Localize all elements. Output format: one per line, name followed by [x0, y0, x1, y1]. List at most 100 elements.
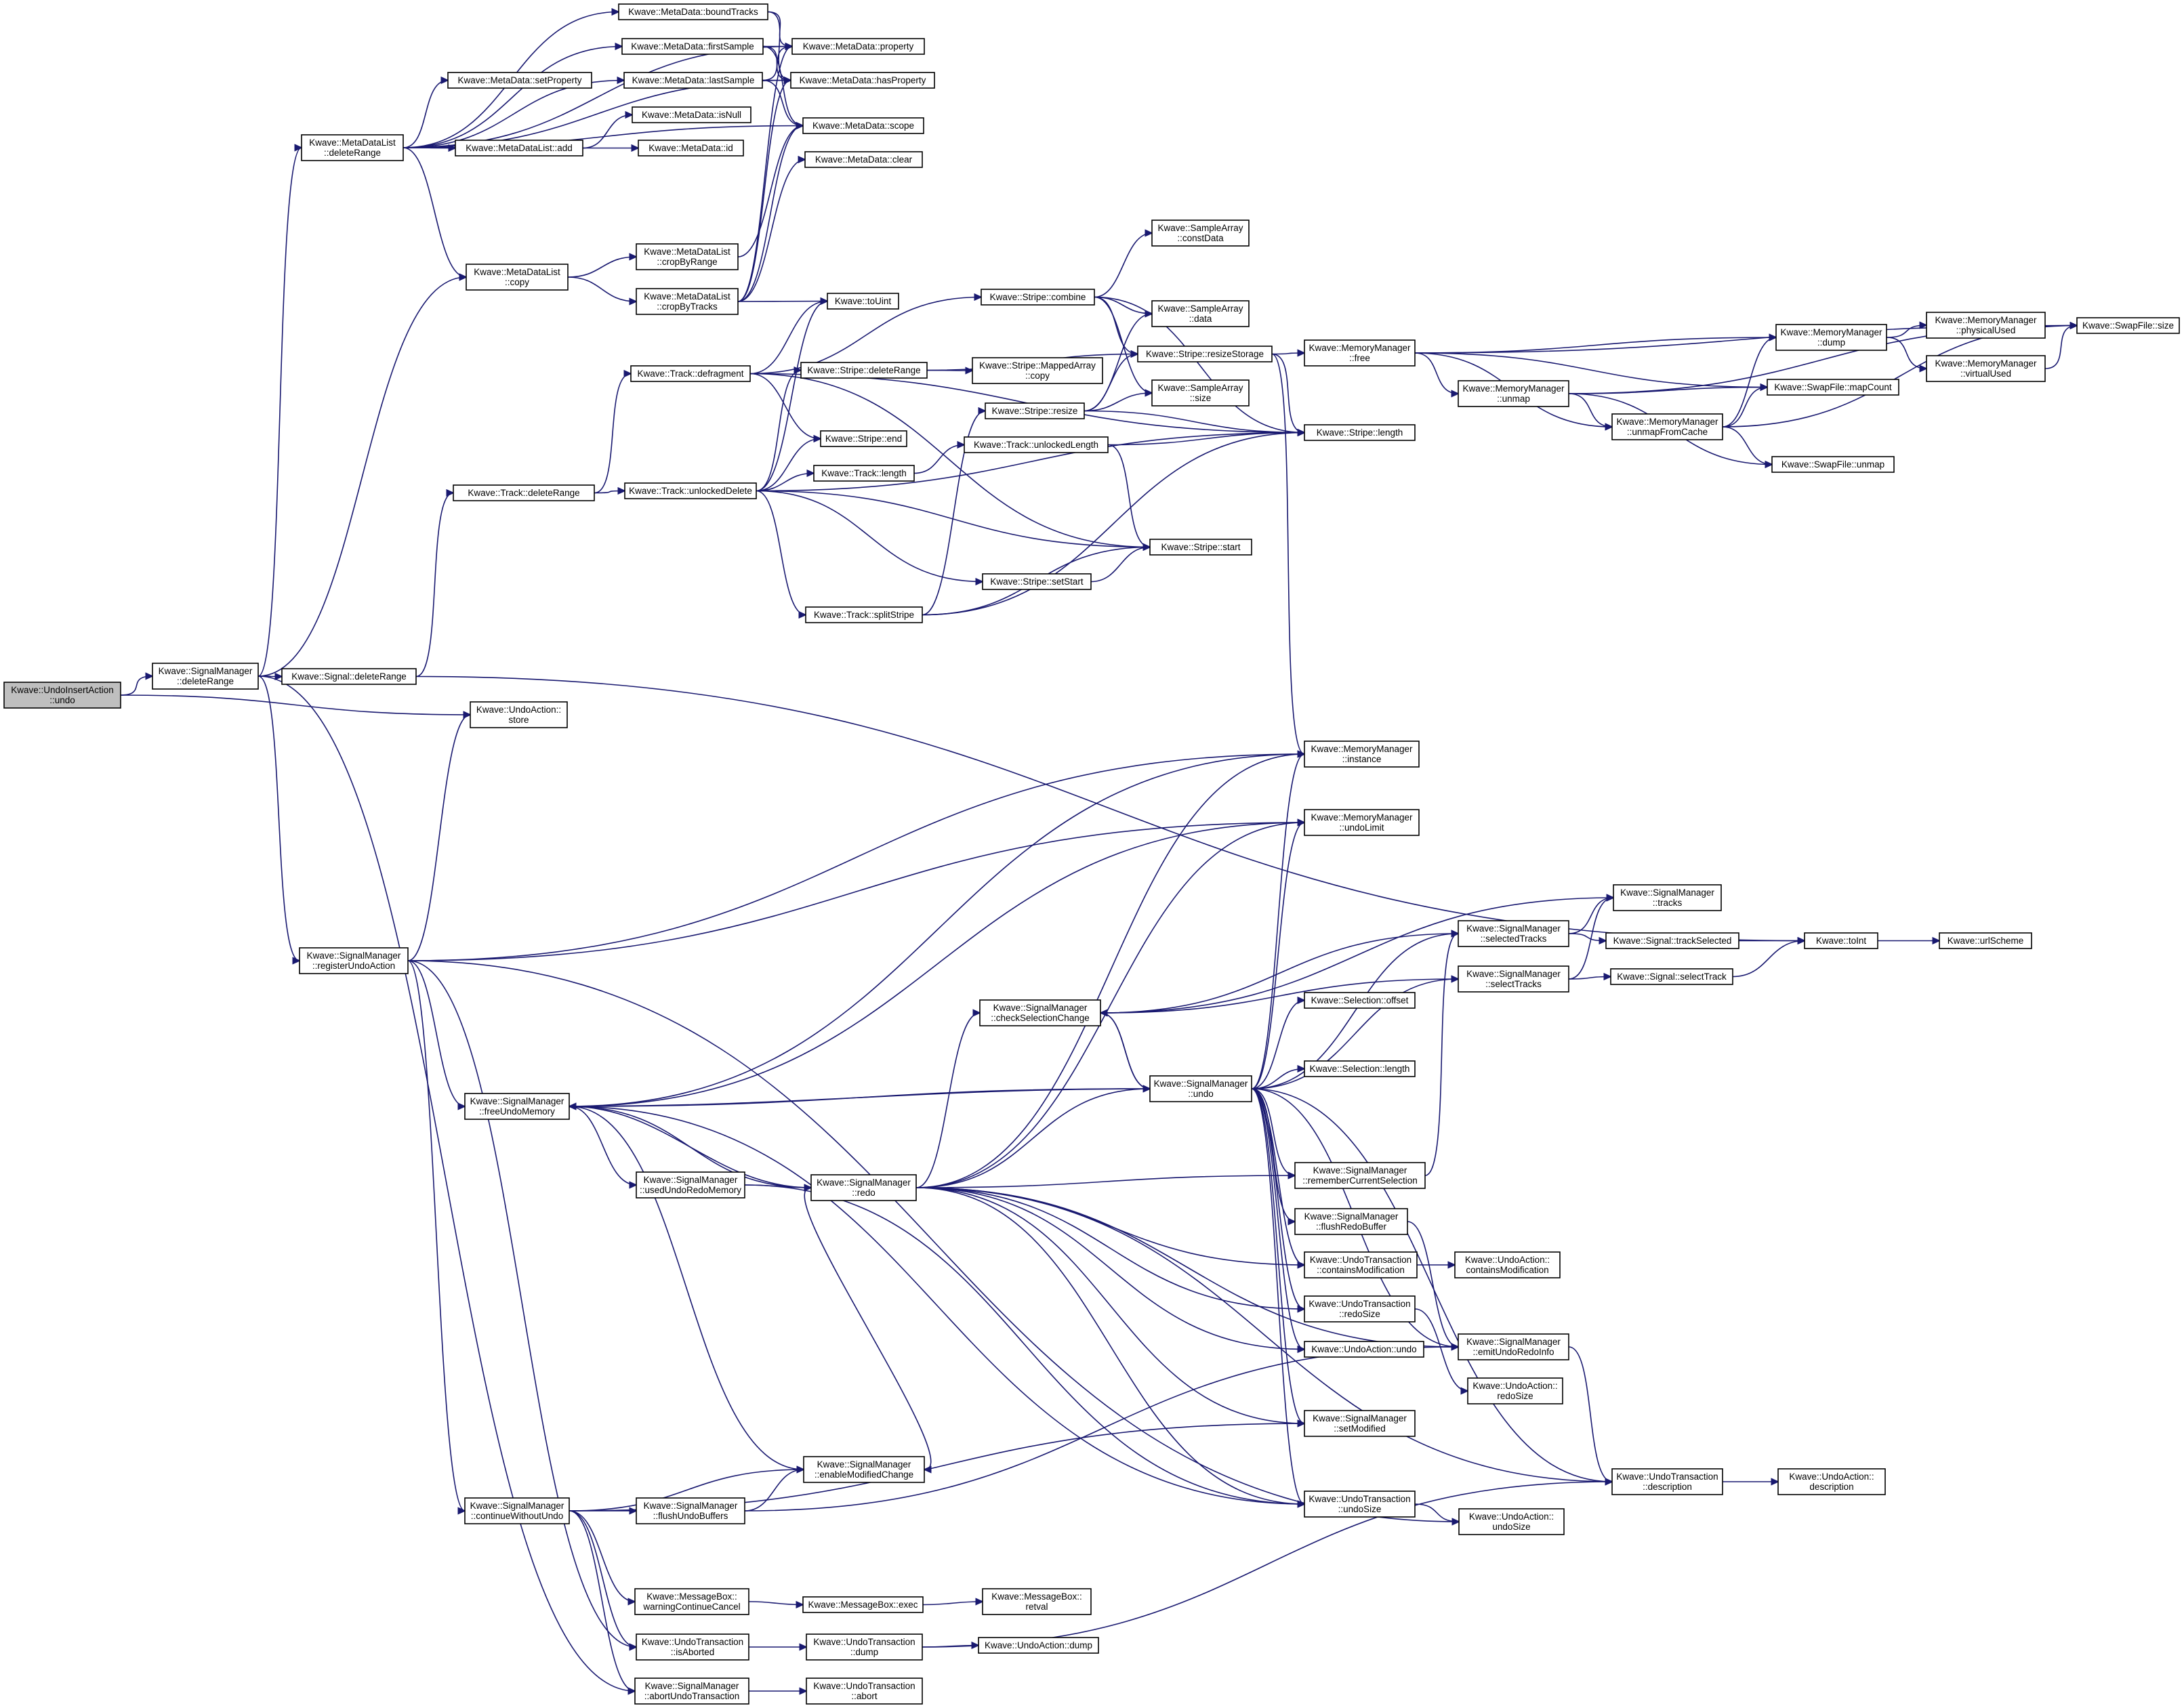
- node-sm_deleteRange[interactable]: Kwave::SignalManager::deleteRange: [152, 663, 259, 690]
- node-sm_tracks[interactable]: Kwave::SignalManager::tracks: [1613, 884, 1722, 911]
- node-sm_freeUndoMemory[interactable]: Kwave::SignalManager::freeUndoMemory: [464, 1093, 570, 1120]
- node-mdl_copy[interactable]: Kwave::MetaDataList::copy: [466, 264, 569, 291]
- node-sm_setModified[interactable]: Kwave::SignalManager::setModified: [1304, 1410, 1416, 1437]
- node-sm_enableModifiedChange[interactable]: Kwave::SignalManager::enableModifiedChan…: [803, 1456, 925, 1483]
- node-sf_mapCount[interactable]: Kwave::SwapFile::mapCount: [1767, 379, 1899, 396]
- node-sm_usedUndoRedoMemory[interactable]: Kwave::SignalManager::usedUndoRedoMemory: [636, 1171, 745, 1199]
- node-md_hasProperty[interactable]: Kwave::MetaData::hasProperty: [790, 72, 935, 89]
- node-label-line: Kwave::SwapFile::size: [2082, 320, 2174, 331]
- node-ut_dump[interactable]: Kwave::UndoTransaction::dump: [806, 1633, 923, 1661]
- call-edge-sm_redo-to-ut_undoSize: [915, 1187, 1304, 1504]
- node-mm_undoLimit[interactable]: Kwave::MemoryManager::undoLimit: [1304, 809, 1420, 836]
- node-toInt[interactable]: Kwave::toInt: [1804, 932, 1878, 949]
- call-edge-md_firstSample-to-md_scope: [762, 45, 803, 126]
- node-track_splitStripe[interactable]: Kwave::Track::splitStripe: [805, 606, 923, 623]
- node-mm_unmapFromCache[interactable]: Kwave::MemoryManager::unmapFromCache: [1611, 413, 1723, 440]
- node-stripe_combine[interactable]: Kwave::Stripe::combine: [981, 289, 1095, 306]
- node-ut_redoSize[interactable]: Kwave::UndoTransaction::redoSize: [1304, 1295, 1416, 1322]
- node-mb_warningContinueCancel[interactable]: Kwave::MessageBox::warningContinueCancel: [634, 1588, 749, 1615]
- node-mdl_deleteRange[interactable]: Kwave::MetaDataList::deleteRange: [301, 134, 404, 161]
- node-sa_size[interactable]: Kwave::SampleArray::size: [1151, 379, 1250, 407]
- node-ua_redoSize[interactable]: Kwave::UndoAction::redoSize: [1467, 1377, 1563, 1404]
- node-mb_retval[interactable]: Kwave::MessageBox::retval: [982, 1588, 1092, 1615]
- node-sm_flushRedoBuffer[interactable]: Kwave::SignalManager::flushRedoBuffer: [1294, 1208, 1408, 1235]
- node-ua_containsModification[interactable]: Kwave::UndoAction::containsModification: [1454, 1251, 1561, 1278]
- node-mb_exec[interactable]: Kwave::MessageBox::exec: [802, 1596, 924, 1613]
- node-track_unlockedDelete[interactable]: Kwave::Track::unlockedDelete: [624, 482, 757, 499]
- node-sa_constData[interactable]: Kwave::SampleArray::constData: [1151, 220, 1250, 247]
- node-mdl_cropByRange[interactable]: Kwave::MetaDataList::cropByRange: [636, 243, 739, 270]
- node-box: [636, 1171, 745, 1199]
- node-label-line: Kwave::SignalManager: [1466, 923, 1561, 934]
- node-mm_unmap[interactable]: Kwave::MemoryManager::unmap: [1458, 380, 1569, 407]
- node-mm_virtualUsed[interactable]: Kwave::MemoryManager::virtualUsed: [1926, 355, 2046, 382]
- node-mm_free[interactable]: Kwave::MemoryManager::free: [1304, 339, 1416, 367]
- node-label-line: Kwave::MessageBox::: [646, 1591, 737, 1602]
- node-sig_trackSelected[interactable]: Kwave::Signal::trackSelected: [1605, 932, 1739, 949]
- node-undoinsert_undo[interactable]: Kwave::UndoInsertAction::undo: [3, 682, 121, 709]
- node-ua_undoSize[interactable]: Kwave::UndoAction::undoSize: [1458, 1508, 1565, 1535]
- node-md_isNull[interactable]: Kwave::MetaData::isNull: [632, 106, 751, 123]
- node-box: [464, 1497, 570, 1524]
- node-sm_selectedTracks[interactable]: Kwave::SignalManager::selectedTracks: [1458, 920, 1569, 947]
- node-ut_abort[interactable]: Kwave::UndoTransaction::abort: [806, 1678, 923, 1705]
- node-stripe_resize[interactable]: Kwave::Stripe::resize: [985, 402, 1085, 419]
- node-ua_dump[interactable]: Kwave::UndoAction::dump: [978, 1637, 1099, 1654]
- node-sm_undo[interactable]: Kwave::SignalManager::undo: [1149, 1075, 1252, 1102]
- node-box: [1767, 379, 1899, 396]
- node-sf_size[interactable]: Kwave::SwapFile::size: [2076, 317, 2180, 334]
- node-sm_checkSelectionChange[interactable]: Kwave::SignalManager::checkSelectionChan…: [979, 999, 1101, 1026]
- node-track_defragment[interactable]: Kwave::Track::defragment: [630, 365, 751, 382]
- node-box: [1613, 884, 1722, 911]
- node-ua_undo[interactable]: Kwave::UndoAction::undo: [1304, 1341, 1424, 1358]
- node-stripe_length[interactable]: Kwave::Stripe::length: [1304, 424, 1416, 441]
- node-md_property[interactable]: Kwave::MetaData::property: [791, 38, 925, 55]
- node-sf_unmap[interactable]: Kwave::SwapFile::unmap: [1771, 456, 1895, 473]
- node-md_firstSample[interactable]: Kwave::MetaData::firstSample: [621, 38, 764, 55]
- node-ut_isAborted[interactable]: Kwave::UndoTransaction::isAborted: [636, 1633, 749, 1661]
- node-urlScheme[interactable]: Kwave::urlScheme: [1939, 932, 2032, 949]
- node-mm_instance[interactable]: Kwave::MemoryManager::instance: [1304, 741, 1420, 768]
- node-mm_dump[interactable]: Kwave::MemoryManager::dump: [1775, 324, 1887, 351]
- node-sa_data[interactable]: Kwave::SampleArray::data: [1151, 300, 1250, 327]
- node-md_boundTracks[interactable]: Kwave::MetaData::boundTracks: [618, 3, 768, 20]
- node-sm_registerUndoAction[interactable]: Kwave::SignalManager::registerUndoAction: [299, 947, 409, 974]
- node-md_setProperty[interactable]: Kwave::MetaData::setProperty: [447, 72, 592, 89]
- node-ua_store[interactable]: Kwave::UndoAction::store: [470, 701, 568, 728]
- node-sm_abortUndoTransaction[interactable]: Kwave::SignalManager::abortUndoTransacti…: [634, 1678, 749, 1705]
- node-stripe_deleteRange[interactable]: Kwave::Stripe::deleteRange: [800, 362, 928, 379]
- node-md_lastSample[interactable]: Kwave::MetaData::lastSample: [623, 72, 763, 89]
- node-sel_offset[interactable]: Kwave::Selection::offset: [1304, 992, 1416, 1009]
- node-sm_continueWithoutUndo[interactable]: Kwave::SignalManager::continueWithoutUnd…: [464, 1497, 570, 1524]
- node-md_clear[interactable]: Kwave::MetaData::clear: [804, 151, 923, 168]
- node-stripe_setStart[interactable]: Kwave::Stripe::setStart: [982, 573, 1092, 590]
- node-sel_length[interactable]: Kwave::Selection::length: [1304, 1060, 1416, 1077]
- node-stripe_start[interactable]: Kwave::Stripe::start: [1149, 539, 1252, 556]
- node-mdl_cropByTracks[interactable]: Kwave::MetaDataList::cropByTracks: [636, 288, 739, 315]
- node-track_unlockedLength[interactable]: Kwave::Track::unlockedLength: [964, 436, 1109, 453]
- node-mm_physicalUsed[interactable]: Kwave::MemoryManager::physicalUsed: [1926, 312, 2046, 339]
- node-sig_selectTrack[interactable]: Kwave::Signal::selectTrack: [1610, 968, 1733, 985]
- node-mdl_add[interactable]: Kwave::MetaDataList::add: [455, 140, 583, 157]
- node-md_scope[interactable]: Kwave::MetaData::scope: [802, 117, 924, 134]
- node-ut_containsModification[interactable]: Kwave::UndoTransaction::containsModifica…: [1304, 1251, 1418, 1278]
- call-edge-sm_undo-to-sm_setModified: [1251, 1088, 1304, 1423]
- node-stripe_end[interactable]: Kwave::Stripe::end: [820, 430, 907, 447]
- node-sm_redo[interactable]: Kwave::SignalManager::redo: [810, 1174, 917, 1201]
- node-sig_deleteRange[interactable]: Kwave::Signal::deleteRange: [281, 668, 417, 685]
- node-track_deleteRange[interactable]: Kwave::Track::deleteRange: [453, 484, 595, 501]
- node-ut_description[interactable]: Kwave::UndoTransaction::description: [1611, 1468, 1723, 1495]
- node-ut_undoSize[interactable]: Kwave::UndoTransaction::undoSize: [1304, 1491, 1416, 1518]
- node-stripe_mappedArray_copy[interactable]: Kwave::Stripe::MappedArray::copy: [972, 357, 1103, 384]
- node-stripe_resizeStorage[interactable]: Kwave::Stripe::resizeStorage: [1137, 346, 1273, 362]
- node-box: [1458, 965, 1569, 993]
- node-sm_emitUndoRedoInfo[interactable]: Kwave::SignalManager::emitUndoRedoInfo: [1458, 1333, 1569, 1360]
- node-track_length[interactable]: Kwave::Track::length: [813, 465, 915, 482]
- node-toUint[interactable]: Kwave::toUint: [827, 293, 899, 310]
- node-sm_flushUndoBuffers[interactable]: Kwave::SignalManager::flushUndoBuffers: [636, 1497, 745, 1524]
- node-md_id[interactable]: Kwave::MetaData::id: [638, 140, 744, 157]
- call-edge-sm_redo-to-sm_emitUndoRedoInfo: [915, 1187, 1458, 1347]
- node-sm_selectTracks[interactable]: Kwave::SignalManager::selectTracks: [1458, 965, 1569, 993]
- node-ua_description[interactable]: Kwave::UndoAction::description: [1777, 1468, 1886, 1495]
- node-sm_rememberCurrentSelection[interactable]: Kwave::SignalManager::rememberCurrentSel…: [1294, 1162, 1426, 1189]
